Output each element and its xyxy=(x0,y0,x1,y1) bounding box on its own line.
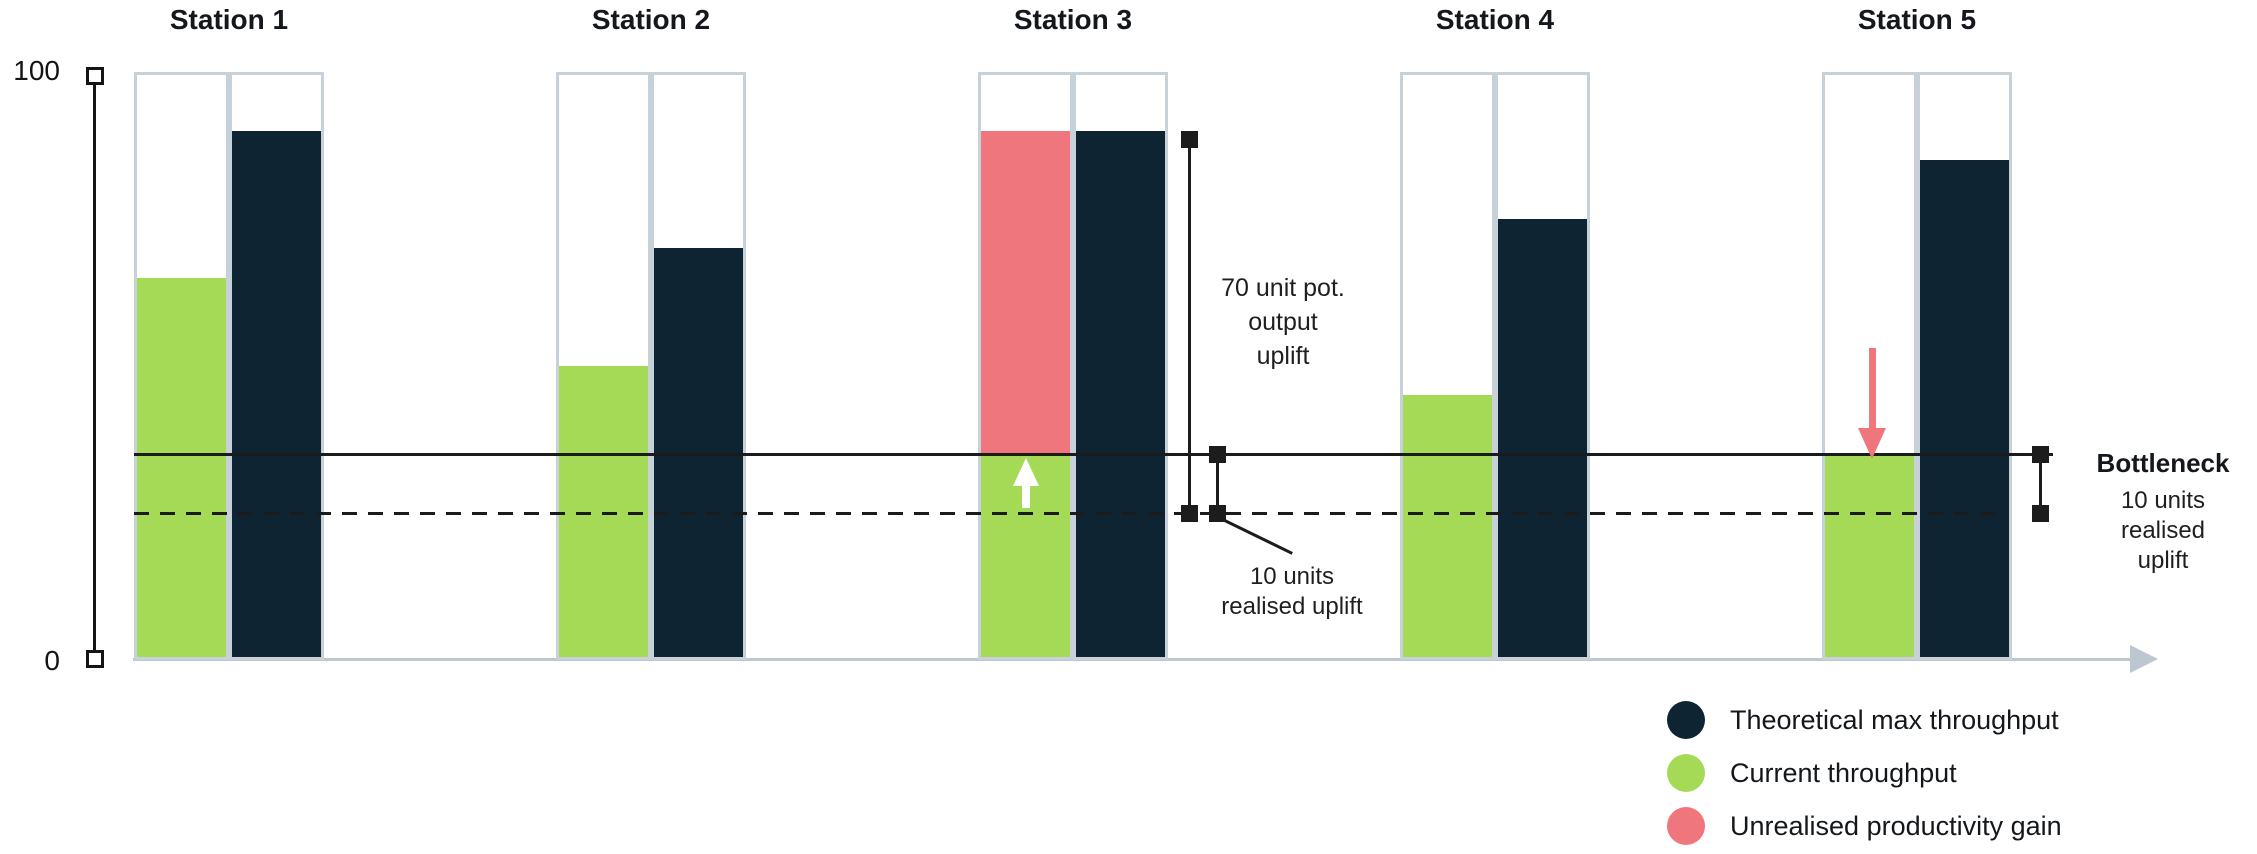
station-title-5: Station 5 xyxy=(1857,4,1977,35)
y-axis-bottom-tick-marker xyxy=(86,650,104,668)
legend-label-current-throughput: Current throughput xyxy=(1730,757,1957,788)
measure-endpoint-square xyxy=(2032,505,2049,522)
measure-endpoint-square xyxy=(1181,505,1198,522)
measure-endpoint-square xyxy=(2032,446,2049,463)
bottleneck-drop-arrow-shaft xyxy=(1869,348,1876,428)
station-title-3: Station 3 xyxy=(1013,4,1133,35)
legend-dot-theoretical-max xyxy=(1667,701,1705,739)
pre-uplift-line-dashed xyxy=(134,512,2005,515)
bar-theoretical-max-station-1 xyxy=(232,131,321,657)
station-title-4: Station 4 xyxy=(1435,4,1555,35)
y-axis-top-tick-marker xyxy=(86,67,104,85)
bottleneck-line-solid xyxy=(134,453,2053,456)
legend-item-unrealised-gain: Unrealised productivity gain xyxy=(1667,807,2062,845)
potential-uplift-measure-line xyxy=(1188,139,1191,514)
bar-theoretical-max-station-5 xyxy=(1920,160,2009,657)
bottleneck-drop-arrow-icon xyxy=(1858,428,1886,459)
bottleneck-subtitle: 10 units realised uplift xyxy=(2120,487,2206,574)
y-axis-line xyxy=(93,84,96,652)
bottleneck-title: Bottleneck xyxy=(2096,448,2230,478)
bar-current-throughput-station-2 xyxy=(559,366,648,657)
y-axis-max-label: 100 xyxy=(13,55,60,86)
measure-endpoint-square xyxy=(1209,446,1226,463)
legend: Theoretical max throughput Current throu… xyxy=(1667,701,2062,854)
bar-theoretical-max-station-3 xyxy=(1076,131,1165,657)
bottleneck-annotation: Bottleneck 10 units realised uplift xyxy=(2097,448,2230,576)
realised-uplift-arrow-icon xyxy=(1013,458,1039,486)
bar-current-throughput-station-1 xyxy=(137,278,226,657)
x-axis-arrow-icon xyxy=(2130,645,2158,673)
annotation-pointer-line xyxy=(1219,517,1293,555)
station3-realised-uplift-annotation: 10 units realised uplift xyxy=(1221,563,1363,620)
legend-dot-unrealised-gain xyxy=(1667,807,1705,845)
legend-label-unrealised-gain: Unrealised productivity gain xyxy=(1730,810,2062,841)
legend-label-theoretical-max: Theoretical max throughput xyxy=(1730,704,2059,735)
legend-item-current-throughput: Current throughput xyxy=(1667,754,2062,792)
bar-unrealised-gain-station-3 xyxy=(981,131,1070,454)
station-title-2: Station 2 xyxy=(591,4,711,35)
measure-endpoint-square xyxy=(1181,131,1198,148)
realised-uplift-measure-line xyxy=(1216,454,1219,515)
realised-uplift-arrow-tail xyxy=(1022,484,1030,508)
bottleneck-measure-line xyxy=(2039,454,2042,515)
station-title-1: Station 1 xyxy=(169,4,289,35)
y-axis-zero-label: 0 xyxy=(44,645,60,676)
bar-current-throughput-station-4 xyxy=(1403,395,1492,657)
bar-current-throughput-station-5 xyxy=(1825,454,1914,657)
legend-item-theoretical-max: Theoretical max throughput xyxy=(1667,701,2062,739)
potential-uplift-annotation: 70 unit pot. output uplift xyxy=(1221,274,1345,370)
bar-theoretical-max-station-2 xyxy=(654,248,743,657)
bar-theoretical-max-station-4 xyxy=(1498,219,1587,657)
legend-dot-current-throughput xyxy=(1667,754,1705,792)
